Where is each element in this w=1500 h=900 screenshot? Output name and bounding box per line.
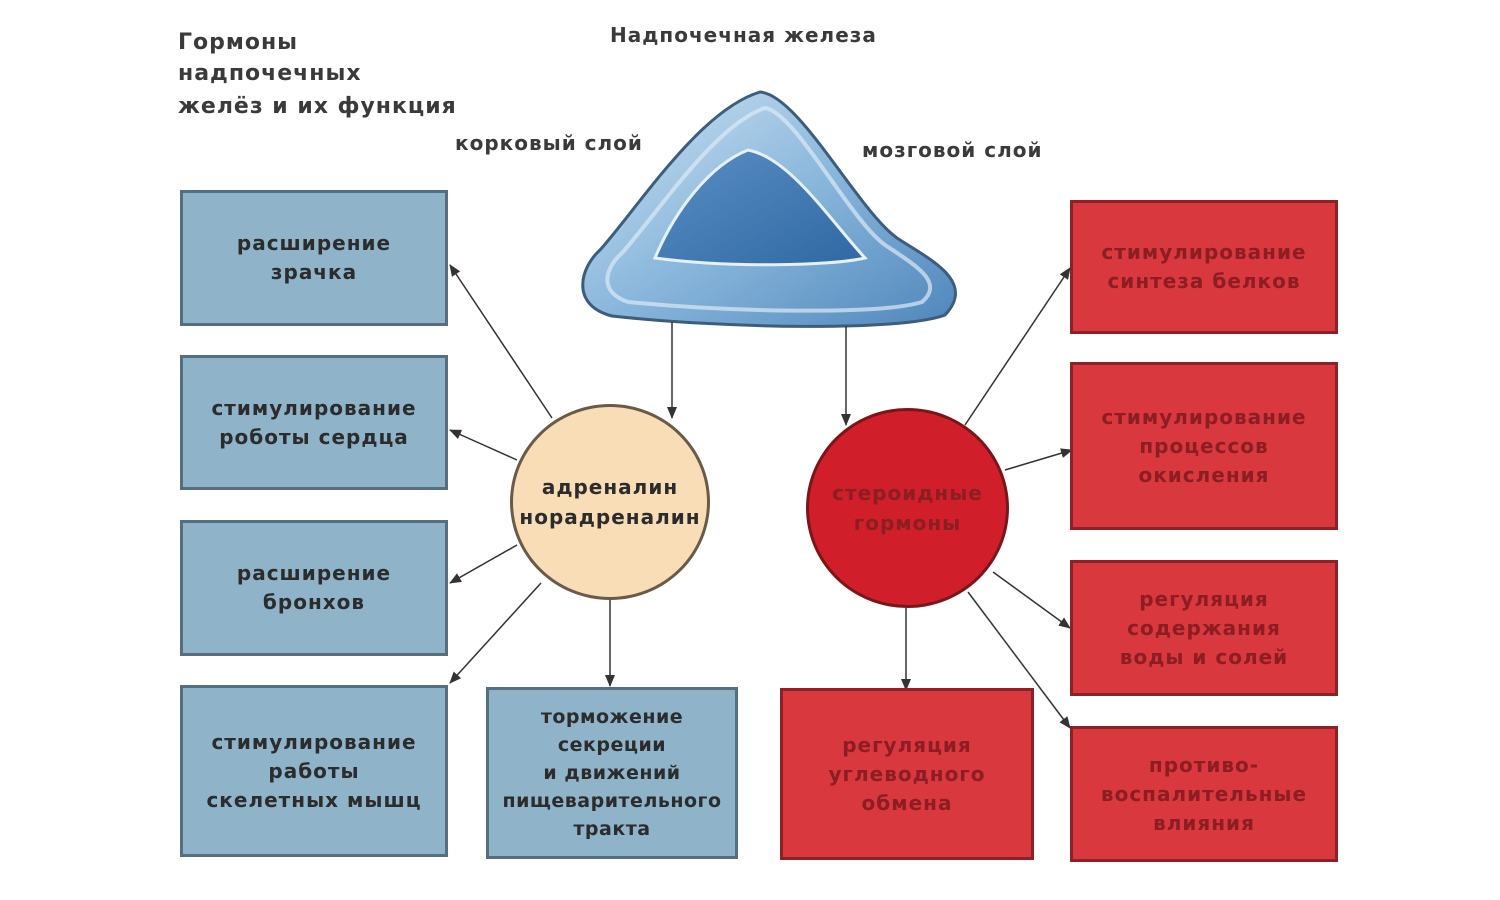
box-text-line: регуляция <box>1139 586 1269 611</box>
adrenal-gland-icon <box>581 90 958 328</box>
effect-box-protein-synthesis: стимулирование синтеза белков <box>1070 200 1338 334</box>
box-text-line: влияния <box>1153 810 1255 835</box>
box-text-line: роботы сердца <box>219 424 409 449</box>
medulla-label: мозговой слой <box>862 138 1043 162</box>
effect-box-carbohydrate-metabolism: регуляция углеводного обмена <box>780 688 1034 860</box>
steroid-hormones-circle: стероидные гормоны <box>806 408 1009 608</box>
box-text-line: регуляция <box>842 732 972 757</box>
box-text-line: и движений <box>543 762 681 784</box>
box-text-line: стимулирование <box>211 395 417 420</box>
effect-box-digestion-inhibition: торможение секреции и движений пищеварит… <box>486 687 738 859</box>
box-text-line: стимулирование <box>1101 240 1307 264</box>
box-text-line: бронхов <box>262 590 366 614</box>
adrenaline-label: адреналин <box>541 475 679 499</box>
noradrenaline-label: норадреналин <box>519 505 701 529</box>
effect-box-bronchi-dilation: расширение бронхов <box>180 520 448 656</box>
steroid-label-line-2: гормоны <box>853 511 962 535</box>
effect-box-oxidation: стимулирование процессов окисления <box>1070 362 1338 530</box>
box-text-line: зрачка <box>270 260 358 284</box>
box-text-line: процессов <box>1139 433 1269 458</box>
box-text-line: расширение <box>236 561 392 585</box>
box-text-line: воспалительные <box>1100 781 1308 806</box>
box-text-line: окисления <box>1138 462 1270 487</box>
diagram-title-line-2: надпочечных <box>178 61 362 86</box>
diagram-title-line-1: Гормоны <box>178 30 299 55</box>
box-text-line: секреции <box>557 734 667 756</box>
box-text-line: расширение <box>236 231 392 255</box>
box-text-line: противо- <box>1148 752 1260 777</box>
effect-box-pupil-dilation: расширение зрачка <box>180 190 448 326</box>
effect-box-skeletal-muscles: стимулирование работы скелетных мышц <box>180 685 448 857</box>
box-text-line: содержания <box>1127 615 1281 640</box>
effect-box-heart-stimulation: стимулирование роботы сердца <box>180 355 448 490</box>
box-text-line: воды и солей <box>1119 644 1289 669</box>
effect-box-water-salt-regulation: регуляция содержания воды и солей <box>1070 560 1338 696</box>
box-text-line: синтеза белков <box>1107 269 1301 293</box>
box-text-line: тракта <box>573 818 651 840</box>
box-text-line: скелетных мышц <box>206 787 422 812</box>
diagram-title-line-3: желёз и их функция <box>178 94 457 119</box>
box-text-line: пищеварительного <box>502 790 722 812</box>
effect-box-anti-inflammatory: противо- воспалительные влияния <box>1070 726 1338 862</box>
box-text-line: работы <box>268 758 360 783</box>
box-text-line: торможение <box>540 706 684 728</box>
box-text-line: обмена <box>861 790 953 815</box>
box-text-line: стимулирование <box>211 729 417 754</box>
cortex-label: корковый слой <box>455 131 643 155</box>
adrenaline-circle: адреналин норадреналин <box>510 404 710 600</box>
box-text-line: стимулирование <box>1101 404 1307 429</box>
gland-name-label: Надпочечная железа <box>610 23 877 47</box>
box-text-line: углеводного <box>828 761 986 786</box>
steroid-label-line-1: стероидные <box>832 481 983 505</box>
